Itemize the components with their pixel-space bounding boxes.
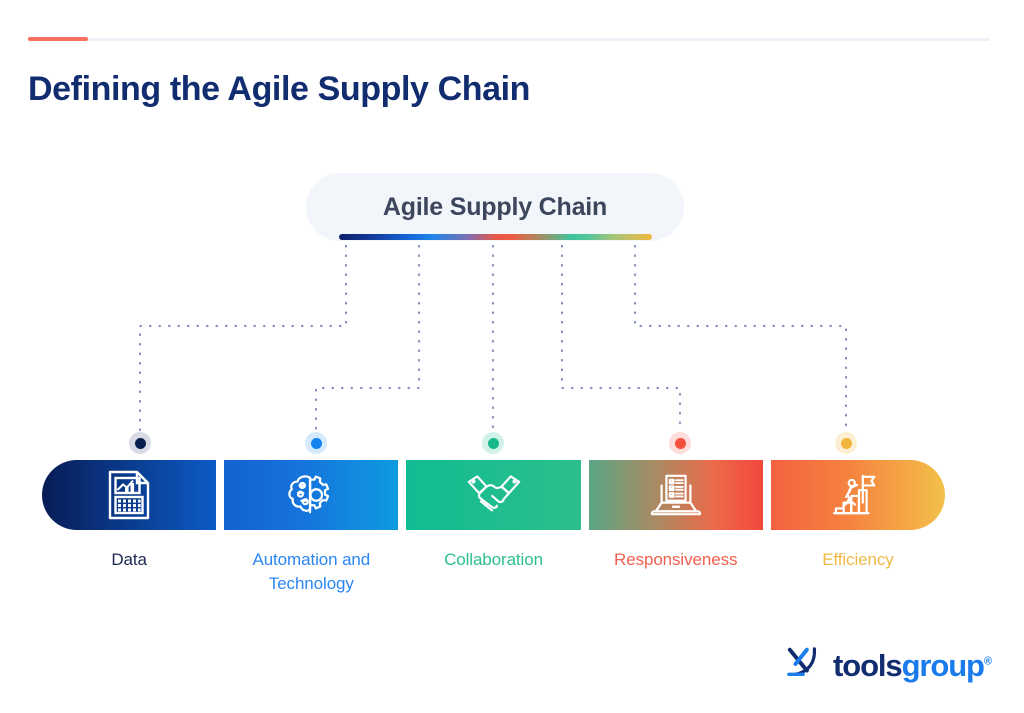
pillar-label-row: Data Automation and Technology Collabora… (42, 548, 945, 596)
node-dot-core (310, 437, 322, 449)
toolsgroup-logo: toolsgroup® (786, 646, 992, 685)
node-dot-core (674, 437, 686, 449)
wordmark-primary: tools (833, 648, 903, 683)
pillar-card-efficiency[interactable] (770, 460, 946, 530)
brain-gear-icon (286, 472, 336, 518)
node-dot-core (134, 437, 146, 449)
node-dot-responsiveness (669, 432, 691, 454)
node-dot-efficiency (835, 432, 857, 454)
toolsgroup-mark-icon (786, 646, 822, 685)
pillar-label-efficiency: Efficiency (822, 550, 894, 569)
header-rule (28, 37, 990, 41)
pillar-card-automation[interactable] (224, 460, 399, 530)
node-dot-core (487, 437, 499, 449)
hub-pill: Agile Supply Chain (306, 173, 684, 241)
pillar-card-collaboration[interactable] (406, 460, 581, 530)
hub-gradient-bar (339, 234, 652, 240)
pillar-label-collaboration: Collaboration (444, 550, 543, 569)
node-dot-core (840, 437, 852, 449)
wordmark-secondary: group (901, 648, 985, 683)
person-stairs-flag-icon (831, 472, 885, 518)
pillar-label-automation: Automation and Technology (252, 550, 371, 593)
document-chart-calculator-icon (107, 469, 151, 521)
pillar-label-data: Data (111, 550, 147, 569)
pillar-card-data[interactable] (42, 460, 217, 530)
hub-label: Agile Supply Chain (382, 192, 608, 221)
pillar-card-responsiveness[interactable] (588, 460, 763, 530)
node-dot-automation (305, 432, 327, 454)
node-dot-data (129, 432, 151, 454)
header-divider-line (88, 37, 990, 41)
registered-mark: ® (983, 655, 992, 668)
handshake-icon (466, 473, 522, 517)
toolsgroup-wordmark: toolsgroup® (833, 650, 992, 681)
node-dot-collaboration (482, 432, 504, 454)
pillar-label-responsiveness: Responsiveness (614, 550, 738, 569)
header-accent-bar (28, 37, 88, 41)
pillar-card-row (42, 460, 946, 530)
page-title: Defining the Agile Supply Chain (28, 70, 531, 108)
laptop-checklist-icon (650, 472, 702, 518)
